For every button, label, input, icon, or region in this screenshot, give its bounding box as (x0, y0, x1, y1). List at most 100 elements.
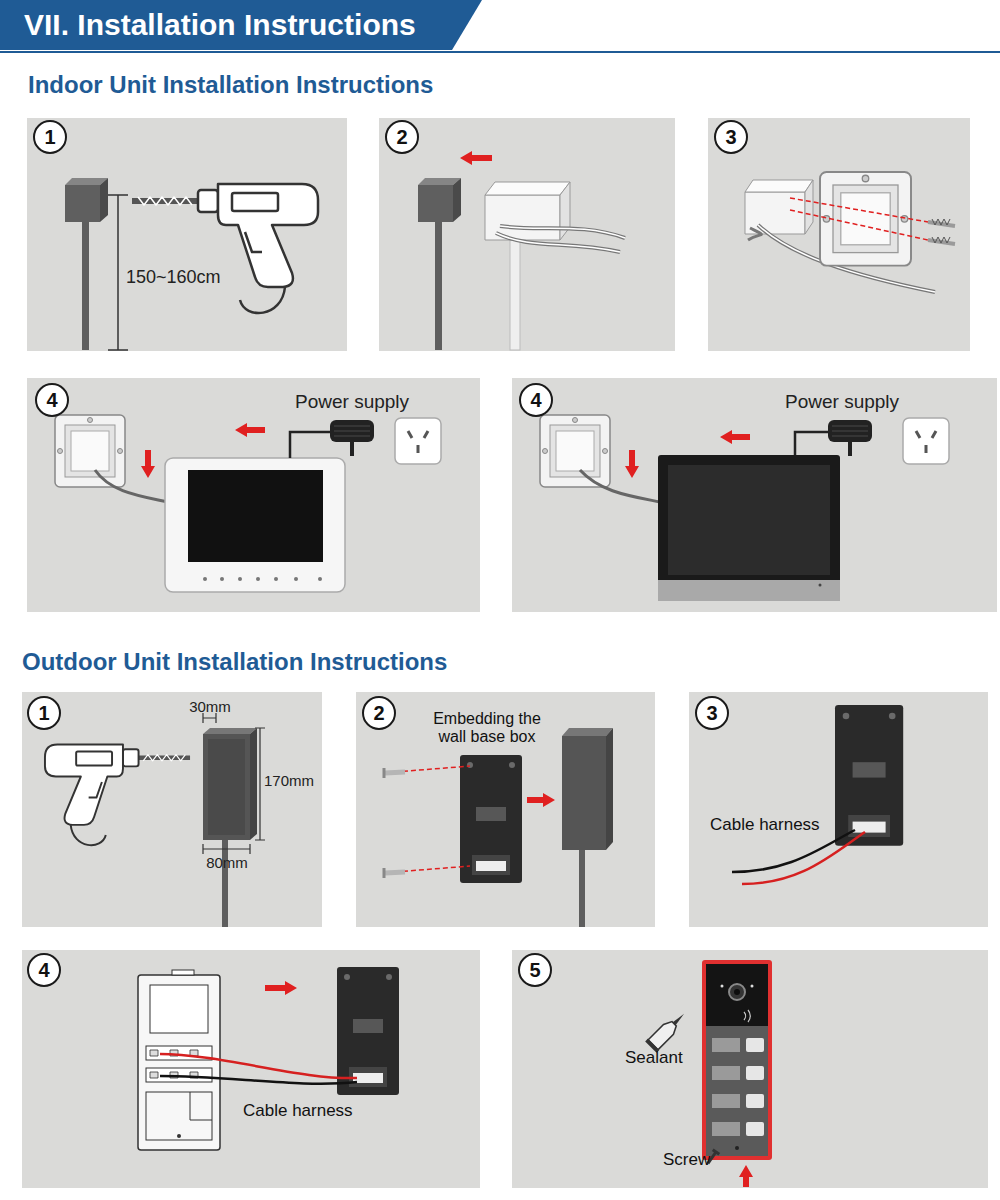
indoor-step-black-monitor (625, 450, 639, 478)
indoor-step-junction-box (500, 226, 625, 238)
indoor-step-junction-box (496, 233, 620, 252)
outdoor-step-finished-panel (734, 989, 740, 995)
step-panel (379, 118, 675, 351)
step-number: 1 (44, 126, 55, 149)
indoor-step-white-monitor (395, 418, 441, 464)
indoor-step-white-monitor (318, 577, 322, 581)
step-panel (22, 692, 322, 927)
part-label: Sealant (625, 1048, 683, 1068)
indoor-step-junction-box (500, 226, 625, 238)
step-number-circle: 3 (714, 120, 748, 154)
outdoor-step-finished-panel (746, 1038, 764, 1052)
dimension-label: 170mm (264, 772, 314, 789)
outdoor-step-finished-panel (735, 1146, 739, 1150)
outdoor-step-drilling (203, 728, 257, 734)
indoor-step-black-monitor (720, 430, 750, 444)
indoor-step-black-monitor (580, 470, 660, 502)
outdoor-step-finished-panel (713, 1150, 720, 1155)
title-band (0, 0, 1000, 52)
step-number: 1 (38, 702, 49, 725)
indoor-step-mounting-plate (745, 192, 805, 234)
indoor-step-black-monitor (903, 418, 949, 464)
step-number-circle: 4 (35, 383, 69, 417)
indoor-step-white-monitor (55, 415, 441, 592)
outdoor-step-connect-unit (190, 1092, 212, 1120)
outdoor-step-connect-unit (337, 967, 399, 1095)
step-note: Embedding the wall base box (425, 710, 550, 747)
indoor-step-junction-box (496, 233, 620, 252)
step-number-circle: 5 (518, 953, 552, 987)
outdoor-step-finished-panel (702, 960, 772, 1160)
outdoor-step-finished-panel (712, 1038, 740, 1052)
outdoor-step-finished-panel (729, 984, 745, 1000)
indoor-step-black-monitor (668, 465, 830, 575)
step-panel (689, 692, 988, 927)
indoor-step-white-monitor (290, 432, 332, 458)
step-panel (22, 950, 480, 1188)
outdoor-step-base-box (384, 728, 613, 927)
indoor-step-drilling (132, 184, 318, 313)
indoor-step-black-monitor (658, 455, 840, 601)
title-band (0, 51, 1000, 53)
part-label: Power supply (295, 391, 409, 413)
indoor-step-white-monitor (95, 470, 168, 502)
step-panel (512, 950, 988, 1188)
indoor-step-white-monitor (188, 470, 323, 562)
indoor-step-junction-box (510, 240, 520, 350)
indoor-step-drilling (108, 195, 128, 350)
part-label: Power supply (785, 391, 899, 413)
indoor-step-white-monitor (330, 420, 374, 456)
indoor-step-junction-box (485, 182, 570, 195)
section-heading: Indoor Unit Installation Instructions (28, 71, 433, 99)
outdoor-step-drilling (250, 728, 257, 840)
indoor-step-white-monitor (165, 458, 345, 592)
title-band (0, 0, 482, 50)
indoor-step-white-monitor (220, 577, 224, 581)
outdoor-step-finished-panel (746, 1122, 764, 1136)
indoor-step-junction-box (435, 222, 442, 350)
outdoor-step-base-box (562, 736, 606, 850)
step-number-circle: 1 (27, 696, 61, 730)
step-panel (356, 692, 655, 927)
outdoor-step-drilling (222, 840, 228, 927)
outdoor-step-finished-panel (744, 1010, 750, 1022)
outdoor-step-base-box (579, 850, 585, 927)
page-title: VII. Installation Instructions (24, 8, 416, 43)
outdoor-step-cable-harness (742, 832, 865, 884)
outdoor-step-connect-unit (146, 1092, 212, 1140)
dimension-label: 80mm (206, 854, 248, 871)
indoor-step-white-monitor (294, 577, 298, 581)
indoor-step-mounting-plate (745, 172, 955, 292)
dimension-label: 150~160cm (126, 267, 221, 288)
step-number: 4 (530, 389, 541, 412)
step-number-circle: 4 (27, 953, 61, 987)
outdoor-step-finished-panel (746, 1066, 764, 1080)
indoor-step-junction-box (418, 151, 625, 350)
indoor-step-junction-box (418, 178, 461, 222)
indoor-step-mounting-plate (748, 228, 761, 240)
outdoor-step-finished-panel (712, 1066, 740, 1080)
outdoor-step-finished-panel (673, 1012, 686, 1025)
indoor-step-drilling (65, 178, 318, 350)
indoor-step-drilling (82, 222, 89, 350)
outdoor-step-base-box (460, 755, 522, 883)
step-number: 4 (46, 389, 57, 412)
outdoor-step-cable-harness (732, 705, 903, 884)
outdoor-step-connect-unit (138, 975, 220, 1150)
indoor-step-white-monitor (256, 577, 260, 581)
outdoor-step-base-box (385, 772, 405, 873)
step-panel (708, 118, 970, 351)
outdoor-step-connect-unit (177, 1134, 181, 1138)
step-number-circle: 2 (362, 696, 396, 730)
outdoor-step-finished-panel (706, 964, 768, 1156)
outdoor-step-cable-harness (835, 705, 903, 846)
indoor-step-white-monitor (274, 577, 278, 581)
outdoor-step-connect-unit (150, 985, 208, 1033)
outdoor-step-base-box (606, 728, 613, 850)
outdoor-step-finished-panel (751, 985, 754, 988)
outdoor-step-finished-panel (645, 1008, 690, 1053)
step-number: 2 (373, 702, 384, 725)
indoor-step-mounting-plate (790, 198, 928, 240)
outdoor-step-finished-panel (712, 1094, 740, 1108)
indoor-step-black-monitor (828, 420, 872, 456)
